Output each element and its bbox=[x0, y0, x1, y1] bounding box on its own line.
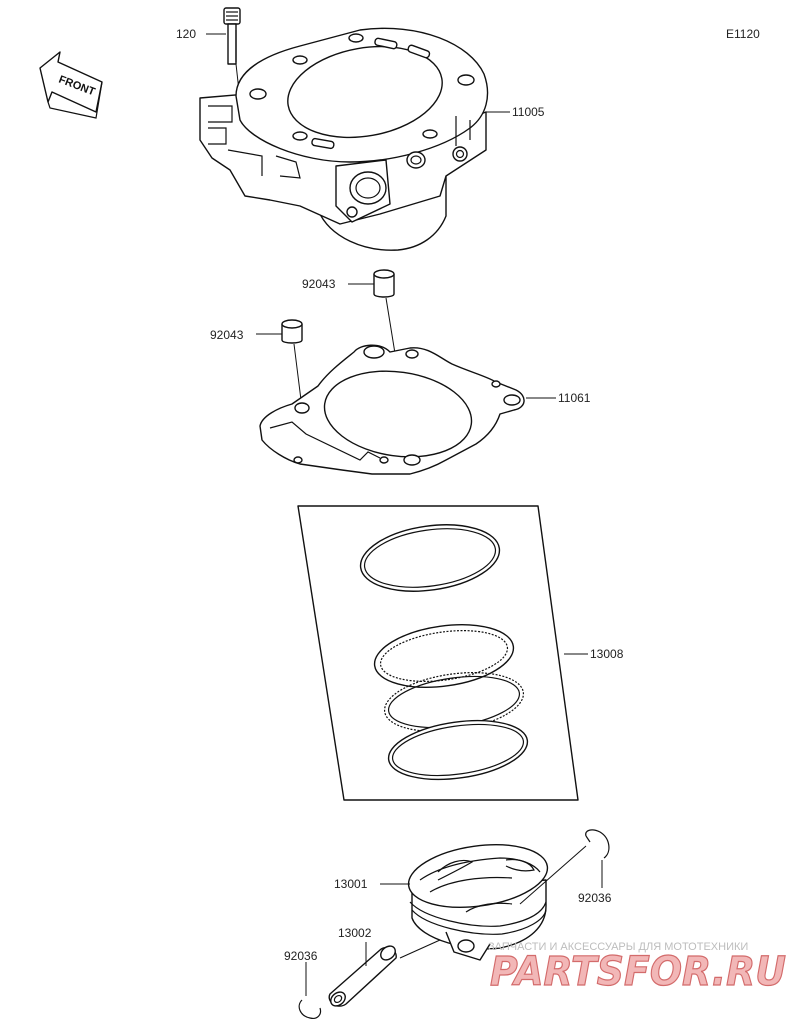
dowel-pin-upper bbox=[373, 269, 395, 298]
dowel-pin-lower bbox=[281, 319, 303, 344]
label-ring-set: 13008 bbox=[590, 647, 624, 661]
diagram-code: E1120 bbox=[726, 27, 760, 41]
label-dowel-upper: 92043 bbox=[302, 277, 336, 291]
watermark-brand: PARTSFOR.RU bbox=[490, 949, 786, 995]
label-gasket: 11061 bbox=[558, 391, 591, 405]
label-piston: 13001 bbox=[334, 877, 368, 891]
ring-set-box bbox=[297, 505, 579, 801]
bolt-part bbox=[223, 7, 241, 65]
label-circlip-left: 92036 bbox=[284, 949, 318, 963]
gasket-part bbox=[259, 344, 525, 475]
label-piston-pin: 13002 bbox=[338, 926, 372, 940]
front-arrow-icon: FRONT bbox=[39, 51, 103, 119]
cylinder-part bbox=[199, 27, 489, 251]
watermark-logo: ЗАПЧАСТИ И АКСЕССУАРЫ ДЛЯ МОТОТЕХНИКИ PA… bbox=[488, 941, 787, 996]
label-cylinder: 11005 bbox=[512, 105, 545, 119]
watermark-tagline: ЗАПЧАСТИ И АКСЕССУАРЫ ДЛЯ МОТОТЕХНИКИ bbox=[488, 941, 748, 953]
piston-part bbox=[407, 844, 549, 961]
label-circlip-right: 92036 bbox=[578, 891, 612, 905]
circlip-left bbox=[298, 999, 322, 1019]
piston-pin bbox=[328, 945, 397, 1007]
circlip-right bbox=[585, 829, 610, 859]
label-dowel-lower: 92043 bbox=[210, 328, 244, 342]
label-bolt: 120 bbox=[176, 27, 196, 41]
